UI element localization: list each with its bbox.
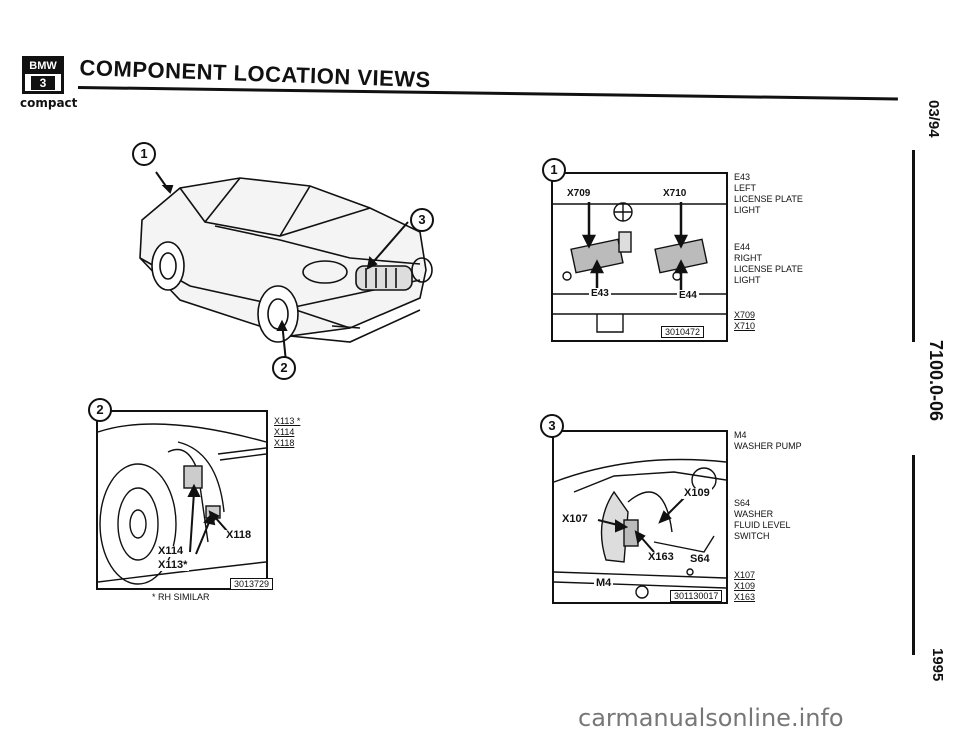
legend-e44-code: E44 — [734, 242, 751, 252]
legend-x113: X113 * — [274, 416, 301, 426]
legend-m4: M4 WASHER PUMP — [734, 430, 802, 452]
label-x118: X118 — [224, 529, 254, 541]
side-code: 7100.0-06 — [926, 340, 946, 422]
logo-brand: BMW — [25, 59, 61, 74]
legend-s64-line3: SWITCH — [734, 531, 770, 541]
label-x114: X114 — [156, 545, 186, 557]
legend-e43-line1: LEFT — [734, 183, 757, 193]
panel-3-frame: X109 X107 X163 S64 M4 301130017 — [552, 430, 728, 604]
bmw-logo: BMW 3 — [22, 56, 64, 94]
side-date: 03/94 — [925, 100, 942, 138]
legend-m4-code: M4 — [734, 430, 747, 440]
legend-x118: X118 — [274, 438, 295, 448]
figure-id-1: 3010472 — [661, 326, 705, 338]
label-x109: X109 — [682, 487, 712, 499]
figure-id-3: 301130017 — [670, 590, 723, 602]
callout-1-car: 1 — [132, 142, 156, 166]
label-x710: X710 — [661, 188, 689, 199]
legend-e44-line1: RIGHT — [734, 253, 762, 263]
title-rule — [77, 86, 898, 101]
callout-2-car: 2 — [272, 356, 296, 380]
legend-x107: X107 — [734, 570, 756, 580]
legend-connectors-3: X107 X109 X163 — [734, 570, 755, 603]
legend-connectors-1: X709 X710 — [734, 310, 755, 332]
legend-x114: X114 — [274, 427, 295, 437]
legend-e44: E44 RIGHT LICENSE PLATE LIGHT — [734, 242, 803, 286]
panel-2-frame: X118 X114 X113* 3013729 — [96, 410, 274, 590]
panel-1-frame: X709 X710 E43 E44 3010472 — [551, 172, 728, 342]
legend-x710: X710 — [734, 321, 756, 331]
side-rule-lower — [912, 455, 915, 655]
rh-similar-note: * RH SIMILAR — [152, 592, 210, 602]
callout-1-panel: 1 — [542, 158, 566, 182]
label-x163: X163 — [646, 551, 676, 563]
watermark-url[interactable]: carmanualsonline.info — [578, 704, 844, 732]
legend-x109: X109 — [734, 581, 756, 591]
legend-e44-line2: LICENSE PLATE — [734, 264, 803, 274]
label-x107: X107 — [560, 513, 590, 525]
legend-e44-line3: LIGHT — [734, 275, 761, 285]
washer-reservoir-illustration — [554, 458, 726, 599]
label-x113: X113* — [156, 559, 190, 571]
legend-s64: S64 WASHER FLUID LEVEL SWITCH — [734, 498, 791, 542]
legend-s64-code: S64 — [734, 498, 751, 508]
label-e44: E44 — [677, 290, 699, 301]
car-illustration — [139, 171, 433, 363]
legend-x163: X163 — [734, 592, 756, 602]
legend-e43: E43 LEFT LICENSE PLATE LIGHT — [734, 172, 803, 216]
figure-id-2: 3013729 — [230, 578, 274, 590]
label-s64: S64 — [688, 553, 712, 565]
legend-e43-line2: LICENSE PLATE — [734, 194, 803, 204]
logo-subtitle: compact — [20, 96, 78, 110]
legend-x709: X709 — [734, 310, 756, 320]
legend-m4-line1: WASHER PUMP — [734, 441, 802, 451]
callout-3-car: 3 — [410, 208, 434, 232]
side-year: 1995 — [929, 648, 946, 682]
side-rule-upper — [912, 150, 915, 342]
legend-panel-2: X113 * X114 X118 — [274, 416, 300, 449]
logo-model: 3 — [31, 76, 55, 90]
legend-s64-line1: WASHER — [734, 509, 774, 519]
legend-e43-line3: LIGHT — [734, 205, 761, 215]
label-e43: E43 — [589, 288, 611, 299]
legend-s64-line2: FLUID LEVEL — [734, 520, 791, 530]
label-x709: X709 — [565, 188, 593, 199]
callout-2-panel: 2 — [88, 398, 112, 422]
legend-e43-code: E43 — [734, 172, 751, 182]
label-m4: M4 — [594, 577, 614, 589]
callout-3-panel: 3 — [540, 414, 564, 438]
